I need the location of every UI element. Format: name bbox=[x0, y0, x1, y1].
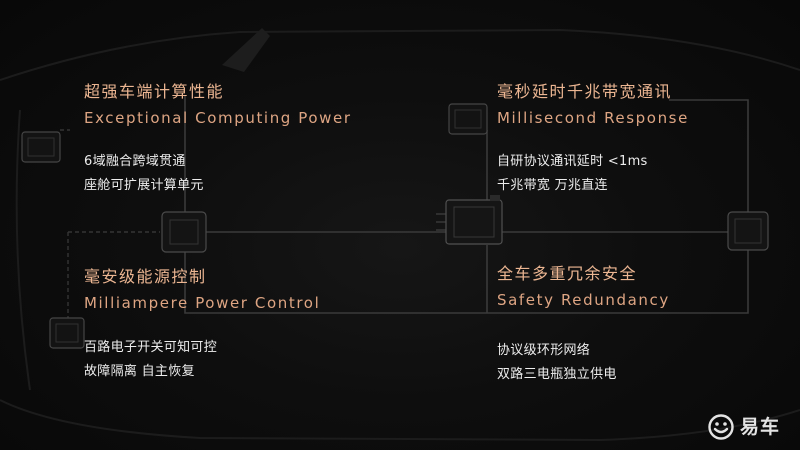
dashed-wiring-lines bbox=[60, 129, 160, 318]
zone-controller-right bbox=[727, 211, 769, 251]
battery-module-bottom-left bbox=[49, 317, 85, 349]
watermark-logo: 易车 bbox=[707, 413, 780, 441]
car-silhouette bbox=[0, 28, 800, 442]
feature-detail-line: 故障隔离 自主恢复 bbox=[84, 364, 195, 379]
feature-detail-line: 自研协议通讯延时 <1ms bbox=[497, 154, 648, 169]
zone-controller-left bbox=[161, 211, 207, 253]
battery-module-top-right bbox=[448, 103, 488, 135]
battery-module-left bbox=[21, 131, 61, 163]
feature-title-zh: 毫秒延时千兆带宽通讯 bbox=[497, 82, 673, 101]
feature-millisecond-response: 毫秒延时千兆带宽通讯 Millisecond Response 自研协议通讯延时… bbox=[497, 82, 689, 198]
feature-computing-power: 超强车端计算性能 Exceptional Computing Power 6域融… bbox=[84, 82, 352, 198]
feature-title-en: Safety Redundancy bbox=[497, 291, 670, 309]
feature-details: 百路电子开关可知可控 故障隔离 自主恢复 bbox=[84, 336, 320, 384]
feature-title-en: Exceptional Computing Power bbox=[84, 109, 352, 127]
feature-title-zh: 毫安级能源控制 bbox=[84, 267, 207, 286]
central-computing-unit bbox=[436, 195, 503, 245]
feature-detail-line: 百路电子开关可知可控 bbox=[84, 340, 218, 355]
yiche-logo-icon bbox=[708, 414, 734, 440]
feature-safety-redundancy: 全车多重冗余安全 Safety Redundancy 协议级环形网络 双路三电瓶… bbox=[497, 264, 670, 387]
feature-details: 6域融合跨域贯通 座舱可扩展计算单元 bbox=[84, 150, 352, 198]
feature-detail-line: 6域融合跨域贯通 bbox=[84, 154, 186, 169]
feature-detail-line: 千兆带宽 万兆直连 bbox=[497, 178, 608, 193]
side-mirror-shape bbox=[222, 28, 270, 72]
feature-title-en: Millisecond Response bbox=[497, 109, 689, 127]
feature-title-en: Milliampere Power Control bbox=[84, 294, 321, 312]
feature-details: 协议级环形网络 双路三电瓶独立供电 bbox=[497, 339, 670, 387]
watermark-text: 易车 bbox=[740, 416, 781, 438]
feature-title-zh: 全车多重冗余安全 bbox=[497, 264, 638, 283]
feature-title-zh: 超强车端计算性能 bbox=[84, 82, 225, 101]
feature-details: 自研协议通讯延时 <1ms 千兆带宽 万兆直连 bbox=[497, 150, 689, 198]
feature-detail-line: 协议级环形网络 bbox=[497, 343, 591, 358]
feature-detail-line: 座舱可扩展计算单元 bbox=[84, 178, 204, 193]
feature-power-control: 毫安级能源控制 Milliampere Power Control 百路电子开关… bbox=[84, 267, 320, 384]
feature-detail-line: 双路三电瓶独立供电 bbox=[497, 367, 617, 382]
